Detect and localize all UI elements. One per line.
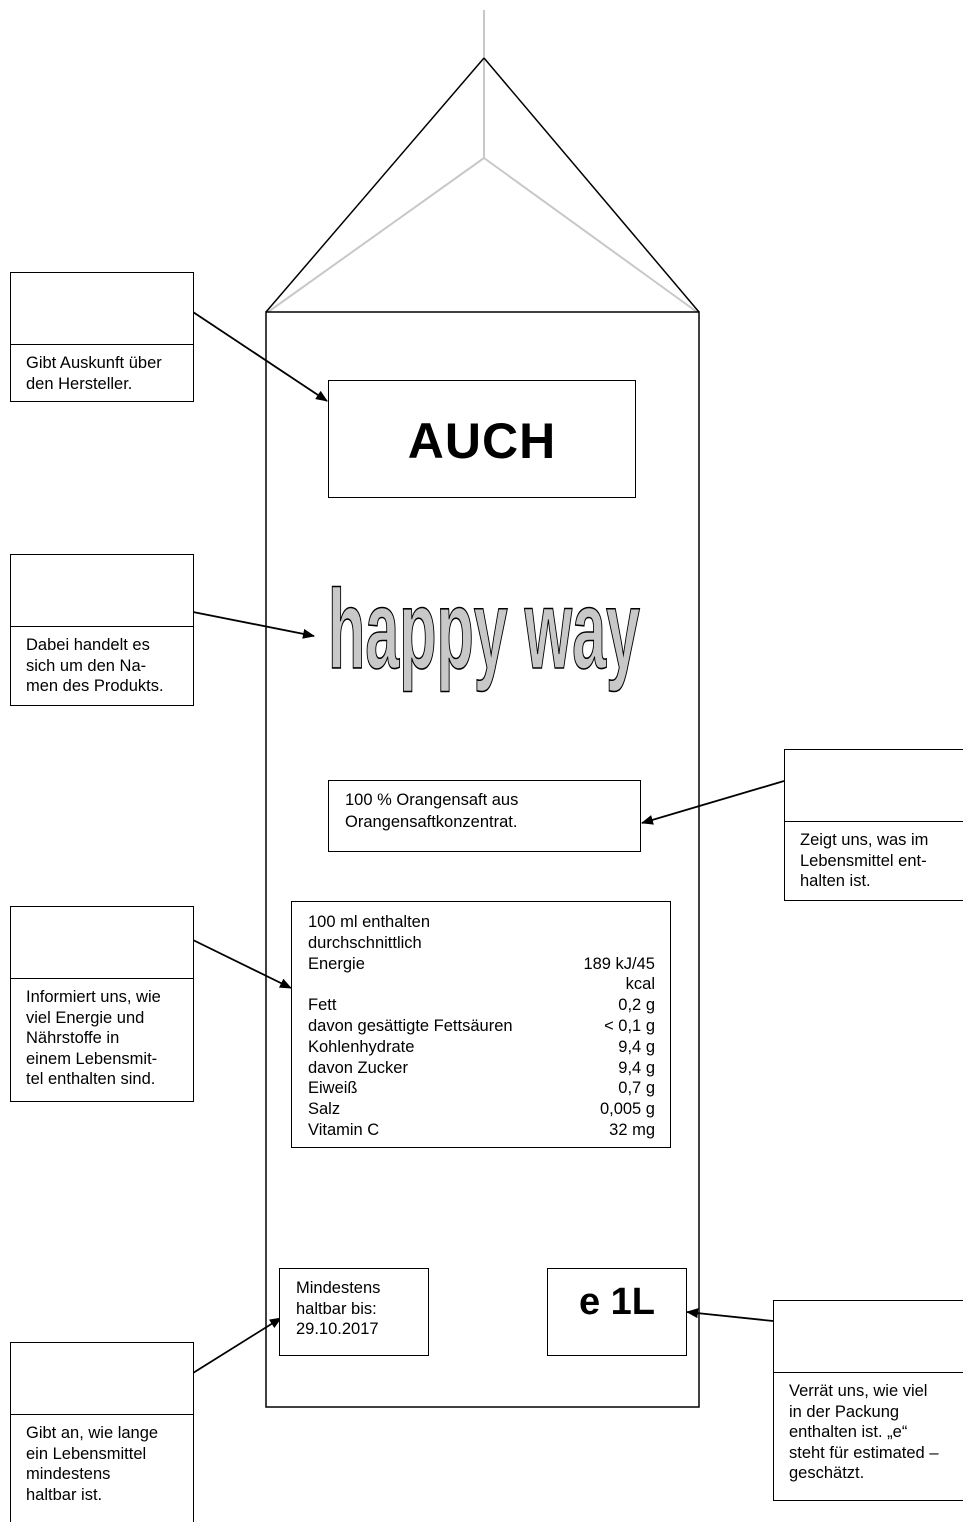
- callout-product-name-text: Dabei handelt es sich um den Na- men des…: [26, 636, 164, 695]
- nutrition-label: Fett: [308, 996, 337, 1015]
- callout-product-name: Dabei handelt es sich um den Na- men des…: [10, 554, 194, 706]
- nutrition-box: [291, 901, 671, 1148]
- arrow-manufacturer: [192, 311, 328, 402]
- carton-body: [265, 311, 700, 1408]
- arrow-ingredients: [641, 780, 785, 825]
- best-before-text: Mindestens haltbar bis: 29.10.2017: [296, 1279, 381, 1338]
- nutrition-row: Vitamin C 32 mg: [308, 1120, 655, 1141]
- answer-field-ingredients[interactable]: [785, 750, 963, 822]
- nutrition-value: 189 kJ/45 kcal: [583, 954, 655, 994]
- nutrition-label: Kohlenhydrate: [308, 1037, 415, 1056]
- nutrition-value: 32 mg: [609, 1120, 655, 1139]
- nutrition-label: Eiweiß: [308, 1079, 358, 1098]
- answer-field-volume[interactable]: [774, 1301, 963, 1373]
- nutrition-row: Kohlenhydrate 9,4 g: [308, 1037, 655, 1058]
- callout-volume-text: Verrät uns, wie viel in der Packung enth…: [789, 1382, 939, 1482]
- callout-volume: Verrät uns, wie viel in der Packung enth…: [773, 1300, 963, 1501]
- nutrition-value: 0,2 g: [618, 996, 655, 1015]
- nutrition-label: Energie: [308, 954, 365, 973]
- best-before-box: [279, 1268, 429, 1356]
- callout-best-before-text: Gibt an, wie lange ein Lebensmittel mind…: [26, 1424, 159, 1504]
- arrow-nutrition: [192, 939, 292, 989]
- answer-field-manufacturer[interactable]: [11, 273, 193, 345]
- nutrition-value: 9,4 g: [618, 1037, 655, 1056]
- callout-manufacturer: Gibt Auskunft über den Hersteller.: [10, 272, 194, 402]
- callout-best-before: Gibt an, wie lange ein Lebensmittel mind…: [10, 1342, 194, 1522]
- nutrition-row: davon Zucker 9,4 g: [308, 1058, 655, 1079]
- answer-field-product-name[interactable]: [11, 555, 193, 627]
- nutrition-value: 0,005 g: [599, 1100, 655, 1119]
- callout-ingredients-text: Zeigt uns, was im Lebensmittel ent- halt…: [800, 831, 929, 890]
- nutrition-value: 0,7 g: [618, 1079, 655, 1098]
- nutrition-label: Salz: [308, 1100, 341, 1119]
- arrow-product-name: [192, 611, 315, 639]
- nutrition-label: davon gesättigte Fettsäuren: [308, 1016, 513, 1035]
- nutrition-row: davon gesättigte Fettsäuren < 0,1 g: [308, 1016, 655, 1037]
- nutrition-heading: 100 ml enthalten durchschnittlich: [308, 913, 431, 952]
- nutrition-row: Eiweiß 0,7 g: [308, 1078, 655, 1099]
- brand-box: [328, 380, 636, 498]
- nutrition-table: 100 ml enthalten durchschnittlich Energi…: [308, 912, 655, 1141]
- answer-field-best-before[interactable]: [11, 1343, 193, 1415]
- volume-box: [547, 1268, 687, 1356]
- callout-manufacturer-text: Gibt Auskunft über den Hersteller.: [26, 354, 162, 393]
- callout-nutrition-text: Informiert uns, wie viel Energie und Näh…: [26, 988, 161, 1088]
- callout-nutrition: Informiert uns, wie viel Energie und Näh…: [10, 906, 194, 1102]
- arrow-best-before: [192, 1317, 282, 1374]
- nutrition-row: Fett 0,2 g: [308, 995, 655, 1016]
- brand-label: AUCH: [407, 413, 557, 469]
- ingredients-text: 100 % Orangensaft aus Orangensaftkonzent…: [345, 791, 519, 831]
- volume-label: e 1L: [578, 1281, 656, 1323]
- arrow-volume: [686, 1308, 774, 1322]
- nutrition-label: Vitamin C: [308, 1120, 380, 1139]
- ingredients-box: [328, 780, 641, 852]
- carton-gable: [265, 10, 700, 313]
- nutrition-label: davon Zucker: [308, 1058, 408, 1077]
- nutrition-value: < 0,1 g: [604, 1016, 655, 1035]
- nutrition-row: Energie 189 kJ/45 kcal: [308, 954, 655, 996]
- callout-ingredients: Zeigt uns, was im Lebensmittel ent- halt…: [784, 749, 963, 901]
- nutrition-value: 9,4 g: [618, 1058, 655, 1077]
- nutrition-row: Salz 0,005 g: [308, 1099, 655, 1120]
- answer-field-nutrition[interactable]: [11, 907, 193, 979]
- product-name-wordart: happy way: [328, 567, 640, 692]
